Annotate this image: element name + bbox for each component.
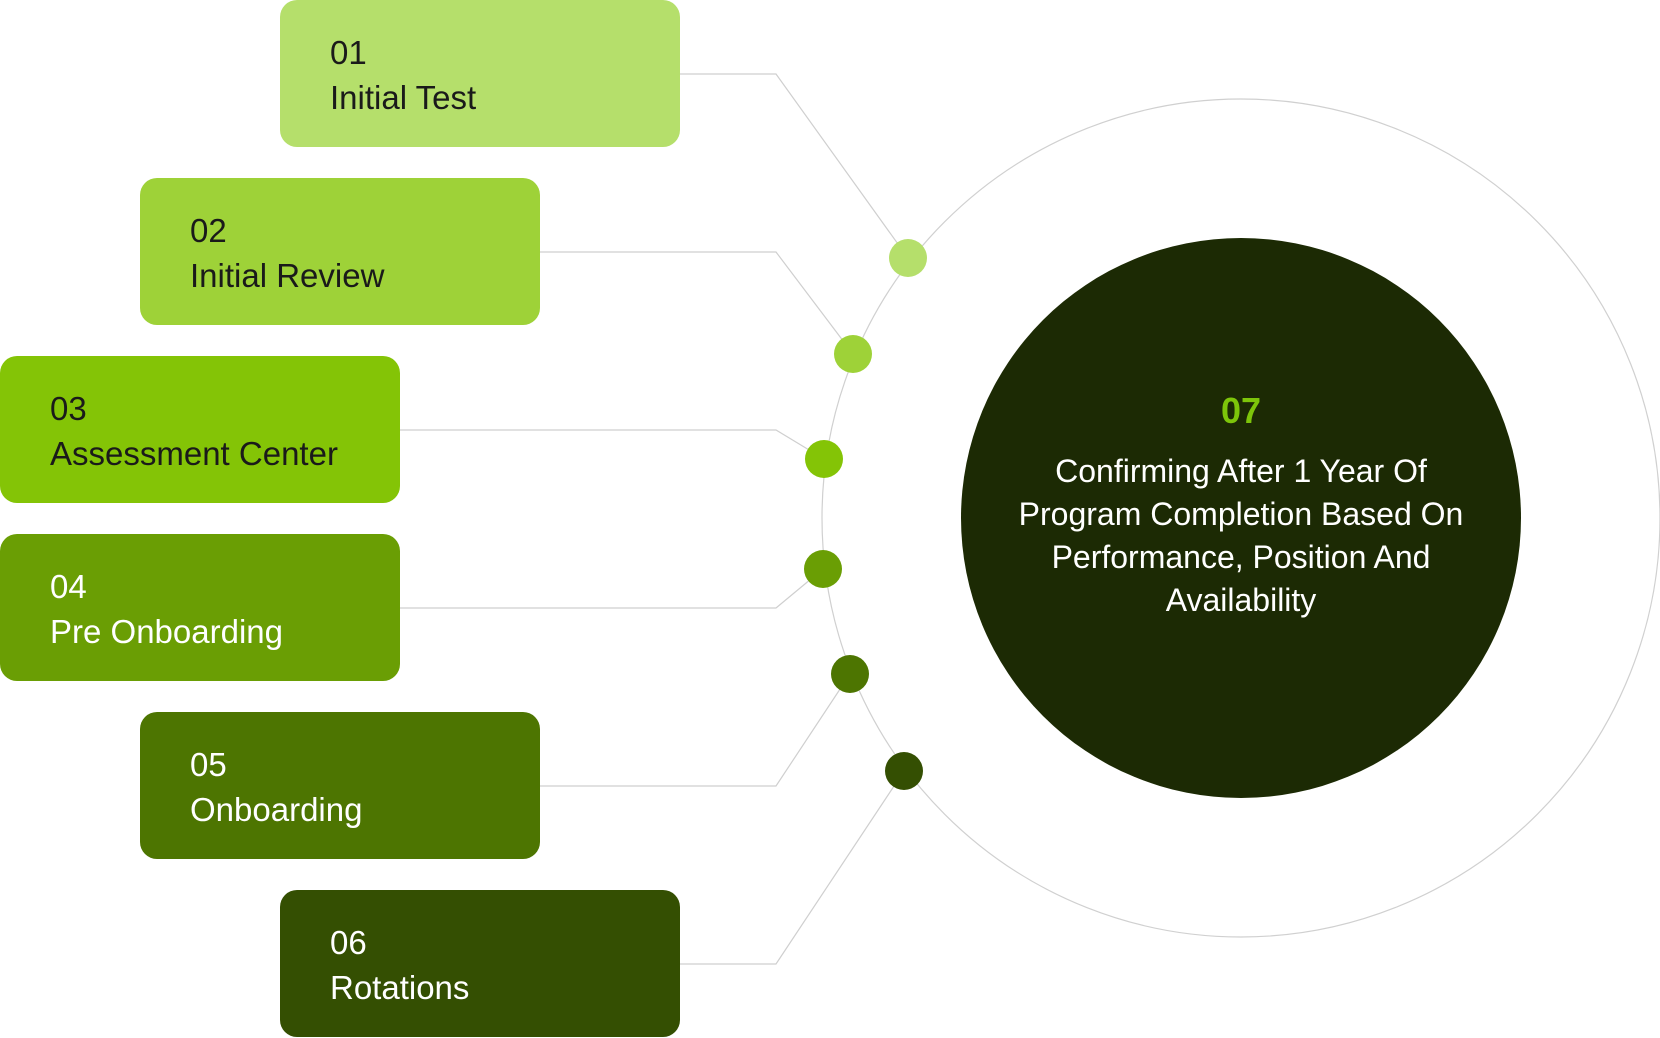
step-dot bbox=[805, 440, 843, 478]
step-number: 05 bbox=[190, 746, 227, 783]
step-dot bbox=[834, 335, 872, 373]
step-label: Initial Review bbox=[190, 257, 385, 294]
step-dot bbox=[831, 655, 869, 693]
step-number: 04 bbox=[50, 568, 87, 605]
step-number: 06 bbox=[330, 924, 367, 961]
connector-line bbox=[540, 673, 851, 787]
connector-line bbox=[540, 251, 854, 355]
connector-line bbox=[680, 770, 905, 965]
outer-ring bbox=[821, 98, 1660, 938]
step-label: Pre Onboarding bbox=[50, 613, 283, 650]
step-dot bbox=[889, 239, 927, 277]
final-step-text: Confirming After 1 Year Of Program Compl… bbox=[1018, 453, 1464, 618]
connector-line bbox=[400, 568, 824, 609]
connector-line bbox=[400, 429, 825, 460]
step-number: 03 bbox=[50, 390, 87, 427]
step-dot bbox=[804, 550, 842, 588]
step-label: Rotations bbox=[330, 969, 470, 1006]
final-step-circle: 07 Confirming After 1 Year Of Program Co… bbox=[961, 238, 1521, 798]
step-label: Assessment Center bbox=[50, 435, 338, 472]
step-number: 01 bbox=[330, 34, 367, 71]
step-label: Initial Test bbox=[330, 79, 477, 116]
step-number: 02 bbox=[190, 212, 227, 249]
final-step-number: 07 bbox=[1220, 390, 1262, 431]
step-label: Onboarding bbox=[190, 791, 363, 828]
step-dot bbox=[885, 752, 923, 790]
connector-line bbox=[680, 73, 909, 259]
